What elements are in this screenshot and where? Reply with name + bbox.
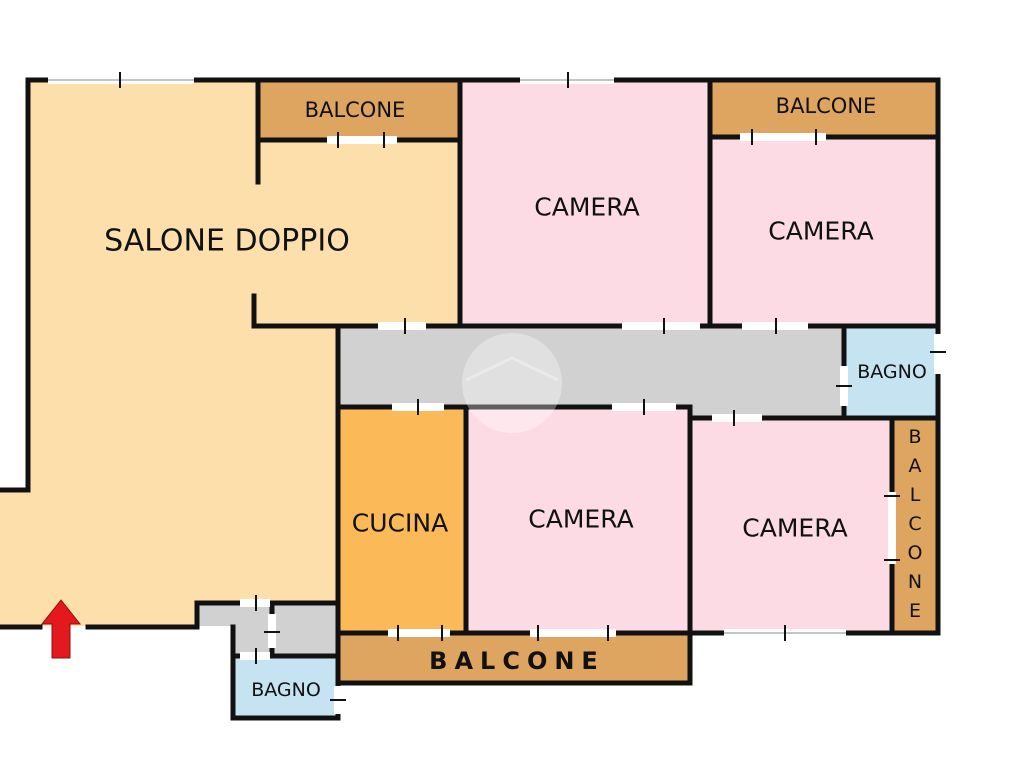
camera-top-right-label: CAMERA	[768, 217, 873, 246]
window-h	[740, 129, 826, 145]
bagno-small-label: BAGNO	[251, 679, 321, 701]
window-h	[240, 595, 270, 611]
windows	[48, 72, 946, 714]
window-h	[724, 625, 846, 641]
balcone-bottom-label: BALCONE	[429, 647, 605, 675]
balcone-top-right-floor	[710, 80, 938, 137]
balcone-vertical-letter: N	[908, 571, 922, 593]
window-v	[264, 614, 280, 648]
camera-top-center-floor	[460, 80, 710, 326]
window-v	[330, 686, 346, 714]
balcone-vertical-floor	[892, 418, 938, 633]
balcone-vertical-letter: L	[910, 484, 921, 506]
bagno-right-label: BAGNO	[857, 361, 927, 383]
camera-bottom-center-floor	[466, 407, 690, 633]
bagno-right-floor	[844, 326, 938, 417]
window-h	[712, 410, 762, 426]
balcone-top-left-floor	[258, 80, 460, 140]
bagno-small-floor	[233, 656, 338, 718]
window-h	[520, 72, 614, 88]
room-fills	[0, 80, 938, 718]
balcone-vertical-letter: B	[908, 426, 921, 448]
camera-top-center-label: CAMERA	[534, 193, 639, 222]
salone-label: SALONE DOPPIO	[104, 224, 350, 259]
window-h	[622, 318, 700, 334]
house-logo-icon	[462, 333, 562, 433]
balcone-vertical-letter: O	[908, 542, 923, 564]
balcone-vertical-label: B A L C O N E	[908, 426, 923, 622]
camera-bottom-right-label: CAMERA	[742, 514, 847, 543]
window-h	[392, 399, 444, 415]
balcone-vertical-letter: E	[909, 600, 921, 622]
window-h	[742, 318, 808, 334]
closet-floor	[197, 603, 338, 656]
balcone-vertical-letter: C	[908, 513, 921, 535]
window-v	[884, 492, 900, 564]
window-v	[930, 334, 946, 374]
salone-doppio-floor	[0, 80, 460, 626]
balcone-top-right-label: BALCONE	[776, 94, 877, 118]
camera-top-right-floor	[710, 137, 938, 326]
arrow-up-icon	[40, 599, 82, 659]
balcone-vertical-letter: A	[909, 455, 922, 477]
window-h	[240, 648, 270, 664]
room-labels: SALONE DOPPIO BALCONE CAMERA BALCONE CAM…	[104, 94, 927, 701]
corridor-extension-floor	[690, 407, 844, 418]
window-v	[836, 366, 852, 406]
window-h	[388, 625, 450, 641]
window-h	[48, 72, 194, 88]
window-h	[612, 399, 676, 415]
balcone-bottom-floor	[338, 633, 690, 683]
window-h	[378, 318, 426, 334]
corridor-floor	[338, 326, 844, 407]
window-h	[327, 132, 397, 148]
window-h	[530, 625, 616, 641]
camera-bottom-right-floor	[690, 418, 892, 633]
cucina-label: CUCINA	[352, 509, 448, 538]
cucina-floor	[338, 407, 466, 633]
balcone-top-left-label: BALCONE	[305, 98, 406, 122]
camera-bottom-center-label: CAMERA	[528, 505, 633, 534]
